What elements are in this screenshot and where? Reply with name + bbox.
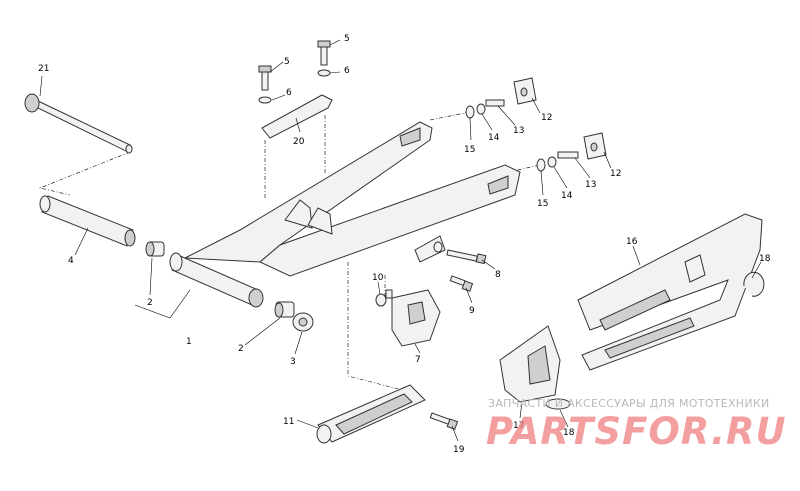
callout-6-right: 6 [344,66,350,76]
callout-8: 8 [495,270,501,280]
callout-5-left: 5 [284,57,290,67]
callout-14-lower: 14 [561,191,573,201]
sprocket-cover-17 [499,325,561,403]
bolt-8 [433,241,487,265]
callout-18-upper: 18 [759,254,771,264]
callout-13-upper: 13 [513,126,524,136]
callout-3: 3 [290,357,296,367]
callout-14-upper: 14 [488,133,500,143]
callout-12-lower: 12 [610,169,621,179]
callout-7: 7 [415,355,421,365]
callout-20: 20 [293,137,305,147]
callout-17: 17 [513,421,524,431]
chain-slider-11 [316,384,426,444]
circlip-18-upper [743,271,765,297]
bracket-20 [261,94,333,139]
callout-2-lower: 2 [238,344,244,354]
bushing-2-upper [145,241,165,257]
axle-21 [24,93,133,154]
chain-adjuster-hardware-lower [536,132,607,172]
bolt-19 [429,412,459,430]
callout-18-lower: 18 [563,428,575,438]
chain-adjuster-hardware-upper [465,77,537,119]
callout-2-upper: 2 [147,298,153,308]
bolts-5-washers-6 [258,40,331,104]
swingarm-1 [169,121,521,308]
callout-11: 11 [283,417,294,427]
watermark-logo: PARTSFOR.RU [486,410,787,453]
chain-guide-7 [375,289,441,347]
callout-9: 9 [469,306,475,316]
callout-19: 19 [453,445,465,455]
callout-1: 1 [186,337,192,347]
leader-lines [39,39,762,442]
watermark-tagline: ЗАПЧАСТИ И АКСЕССУАРЫ ДЛЯ МОТОТЕХНИКИ [488,397,770,410]
bolt-9 [449,275,474,292]
callout-21: 21 [38,64,49,74]
callout-10: 10 [372,273,384,283]
bushing-2-lower [274,301,295,318]
callout-labels: 21 4 2 1 2 3 5 6 5 6 20 15 14 13 12 15 1… [38,34,771,455]
washer-3 [292,312,314,332]
callout-12-upper: 12 [541,113,552,123]
circlip-18-lower [545,398,571,410]
callout-13-lower: 13 [585,180,596,190]
callout-15-upper: 15 [464,145,475,155]
callout-5-right: 5 [344,34,350,44]
callout-6-left: 6 [286,88,292,98]
callout-16: 16 [626,237,638,247]
pivot-tube-4 [39,195,136,247]
callout-15-lower: 15 [537,199,548,209]
chain-guard-16 [577,213,763,371]
callout-4: 4 [68,256,74,266]
